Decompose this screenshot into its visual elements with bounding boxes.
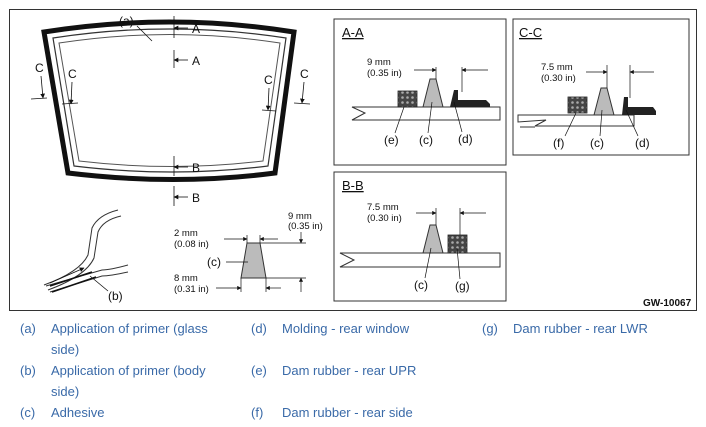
- svg-text:(0.35 in): (0.35 in): [288, 221, 323, 232]
- svg-text:C-C: C-C: [519, 25, 542, 40]
- svg-text:(0.31 in): (0.31 in): [174, 284, 209, 295]
- svg-text:(b): (b): [108, 289, 123, 303]
- svg-text:2 mm: 2 mm: [174, 228, 198, 239]
- svg-text:(g): (g): [455, 279, 470, 293]
- svg-text:C: C: [35, 61, 44, 75]
- svg-text:(e): (e): [384, 133, 399, 147]
- legend-key: (b): [20, 363, 36, 378]
- svg-text:(c): (c): [419, 133, 433, 147]
- svg-text:(c): (c): [414, 278, 428, 292]
- rear-window: [41, 19, 297, 182]
- svg-text:9 mm: 9 mm: [288, 211, 312, 222]
- svg-text:(0.30 in): (0.30 in): [367, 213, 402, 224]
- section-a-a: A-A 9 mm (0.35 in) (e) (c) (d): [333, 18, 507, 166]
- svg-text:(a): (a): [119, 14, 134, 28]
- svg-text:A: A: [192, 22, 200, 36]
- svg-text:(c): (c): [207, 255, 221, 269]
- svg-text:C: C: [300, 67, 309, 81]
- legend-item-f: (f) Dam rubber - rear side: [251, 402, 471, 424]
- svg-text:B: B: [192, 161, 200, 175]
- adhesive-bead-profile: 2 mm (0.08 in) 8 mm (0.31 in) 9 mm (0.35…: [174, 211, 323, 295]
- legend-text-cont: side): [51, 384, 80, 399]
- svg-text:7.5 mm: 7.5 mm: [541, 62, 573, 73]
- section-marker-a-bottom: A: [173, 50, 200, 68]
- legend-text: Dam rubber - rear UPR: [282, 363, 417, 378]
- svg-text:(c): (c): [590, 136, 604, 150]
- legend-key: (g): [482, 321, 498, 336]
- section-marker-b-bottom: B: [173, 186, 200, 206]
- svg-text:B: B: [192, 191, 200, 205]
- glass-corner-detail: (b): [43, 209, 129, 303]
- section-b-b: B-B 7.5 mm (0.30 in) (c) (g): [333, 171, 507, 302]
- legend-text: Application of primer (glass: [51, 321, 208, 336]
- legend-item-b: (b) Application of primer (body side): [20, 360, 240, 404]
- legend-key: (e): [251, 363, 267, 378]
- svg-text:C: C: [264, 73, 273, 87]
- svg-text:B-B: B-B: [342, 178, 364, 193]
- section-marker-c-right: C C: [261, 67, 311, 112]
- svg-text:8 mm: 8 mm: [174, 273, 198, 284]
- legend-key: (a): [20, 321, 36, 336]
- label-a: (a): [119, 14, 153, 42]
- legend-item-c: (c) Adhesive: [20, 402, 240, 424]
- legend-text-cont: side): [51, 342, 80, 357]
- diagram-svg: (a) A A B B C C C C: [30, 14, 692, 309]
- svg-text:9 mm: 9 mm: [367, 57, 391, 68]
- legend-text: Dam rubber - rear side: [282, 405, 413, 420]
- legend-text: Dam rubber - rear LWR: [513, 321, 648, 336]
- section-marker-a-top: A: [173, 16, 200, 38]
- svg-text:A: A: [192, 54, 200, 68]
- section-marker-b-top: B: [173, 156, 200, 176]
- legend-text: Application of primer (body: [51, 363, 206, 378]
- section-c-c: C-C 7.5 mm (0.30 in) (f) (c) (d): [512, 18, 690, 156]
- legend-key: (f): [251, 405, 264, 420]
- legend-key: (c): [20, 405, 36, 420]
- legend-text: Adhesive: [51, 405, 105, 420]
- legend-item-a: (a) Application of primer (glass side): [20, 318, 240, 362]
- svg-text:(0.30 in): (0.30 in): [541, 73, 576, 84]
- figure-reference: GW-10067: [643, 298, 692, 309]
- svg-text:(0.08 in): (0.08 in): [174, 239, 209, 250]
- legend-key: (d): [251, 321, 267, 336]
- section-marker-c-left: C C: [30, 61, 79, 105]
- svg-text:(d): (d): [458, 132, 473, 146]
- svg-text:A-A: A-A: [342, 25, 364, 40]
- installation-diagram: (a) A A B B C C C C: [9, 9, 697, 311]
- svg-text:(d): (d): [635, 136, 650, 150]
- legend-item-e: (e) Dam rubber - rear UPR: [251, 360, 471, 382]
- legend-item-d: (d) Molding - rear window: [251, 318, 471, 340]
- legend-item-g: (g) Dam rubber - rear LWR: [482, 318, 702, 340]
- svg-text:(0.35 in): (0.35 in): [367, 68, 402, 79]
- legend: (a) Application of primer (glass side) (…: [0, 318, 706, 427]
- legend-text: Molding - rear window: [282, 321, 410, 336]
- svg-text:C: C: [68, 67, 77, 81]
- svg-text:7.5 mm: 7.5 mm: [367, 202, 399, 213]
- svg-text:(f): (f): [553, 136, 564, 150]
